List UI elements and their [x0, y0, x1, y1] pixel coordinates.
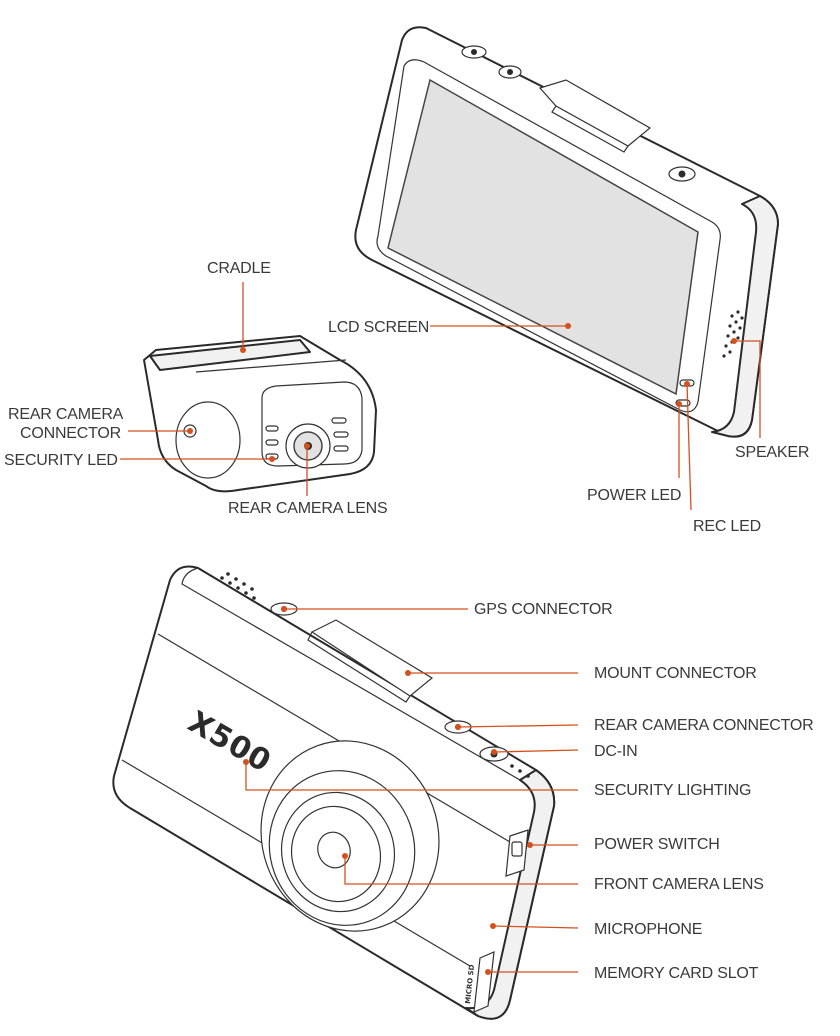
back-view-camera [354, 26, 779, 438]
labels: CRADLE LCD SCREEN REAR CAMERA CONNECTOR … [4, 260, 814, 982]
label-gps-connector: GPS CONNECTOR [474, 601, 612, 618]
label-security-lighting: SECURITY LIGHTING [594, 782, 751, 799]
front-camera-lens [260, 740, 440, 932]
label-rear-camera-lens: REAR CAMERA LENS [228, 500, 388, 517]
label-memory-card-slot: MEMORY CARD SLOT [594, 965, 759, 982]
label-dc-in: DC-IN [594, 743, 637, 760]
label-rec-led: REC LED [693, 518, 761, 535]
label-cradle: CRADLE [207, 260, 271, 277]
speaker-grille-icon [722, 310, 744, 358]
vent-dots-icon [220, 572, 530, 778]
label-microphone: MICROPHONE [594, 921, 702, 938]
label-security-led: SECURITY LED [4, 452, 118, 469]
label-rear-camera-connector: REAR CAMERA CONNECTOR [594, 717, 814, 734]
label-front-camera-lens: FRONT CAMERA LENS [594, 876, 764, 893]
label-speaker: SPEAKER [735, 444, 809, 461]
leader-lines [120, 282, 761, 975]
label-power-led: POWER LED [587, 487, 681, 504]
label-power-switch: POWER SWITCH [594, 836, 720, 853]
front-view-camera: X500 MICRO SD [112, 565, 556, 1020]
label-lcd-screen: LCD SCREEN [328, 319, 429, 336]
label-mount-connector: MOUNT CONNECTOR [594, 665, 757, 682]
label-rear-camera-connector-line2: CONNECTOR [20, 425, 121, 442]
label-rear-camera-connector-line1: REAR CAMERA [8, 406, 124, 423]
rear-camera [143, 335, 377, 493]
lcd-screen [387, 78, 699, 396]
